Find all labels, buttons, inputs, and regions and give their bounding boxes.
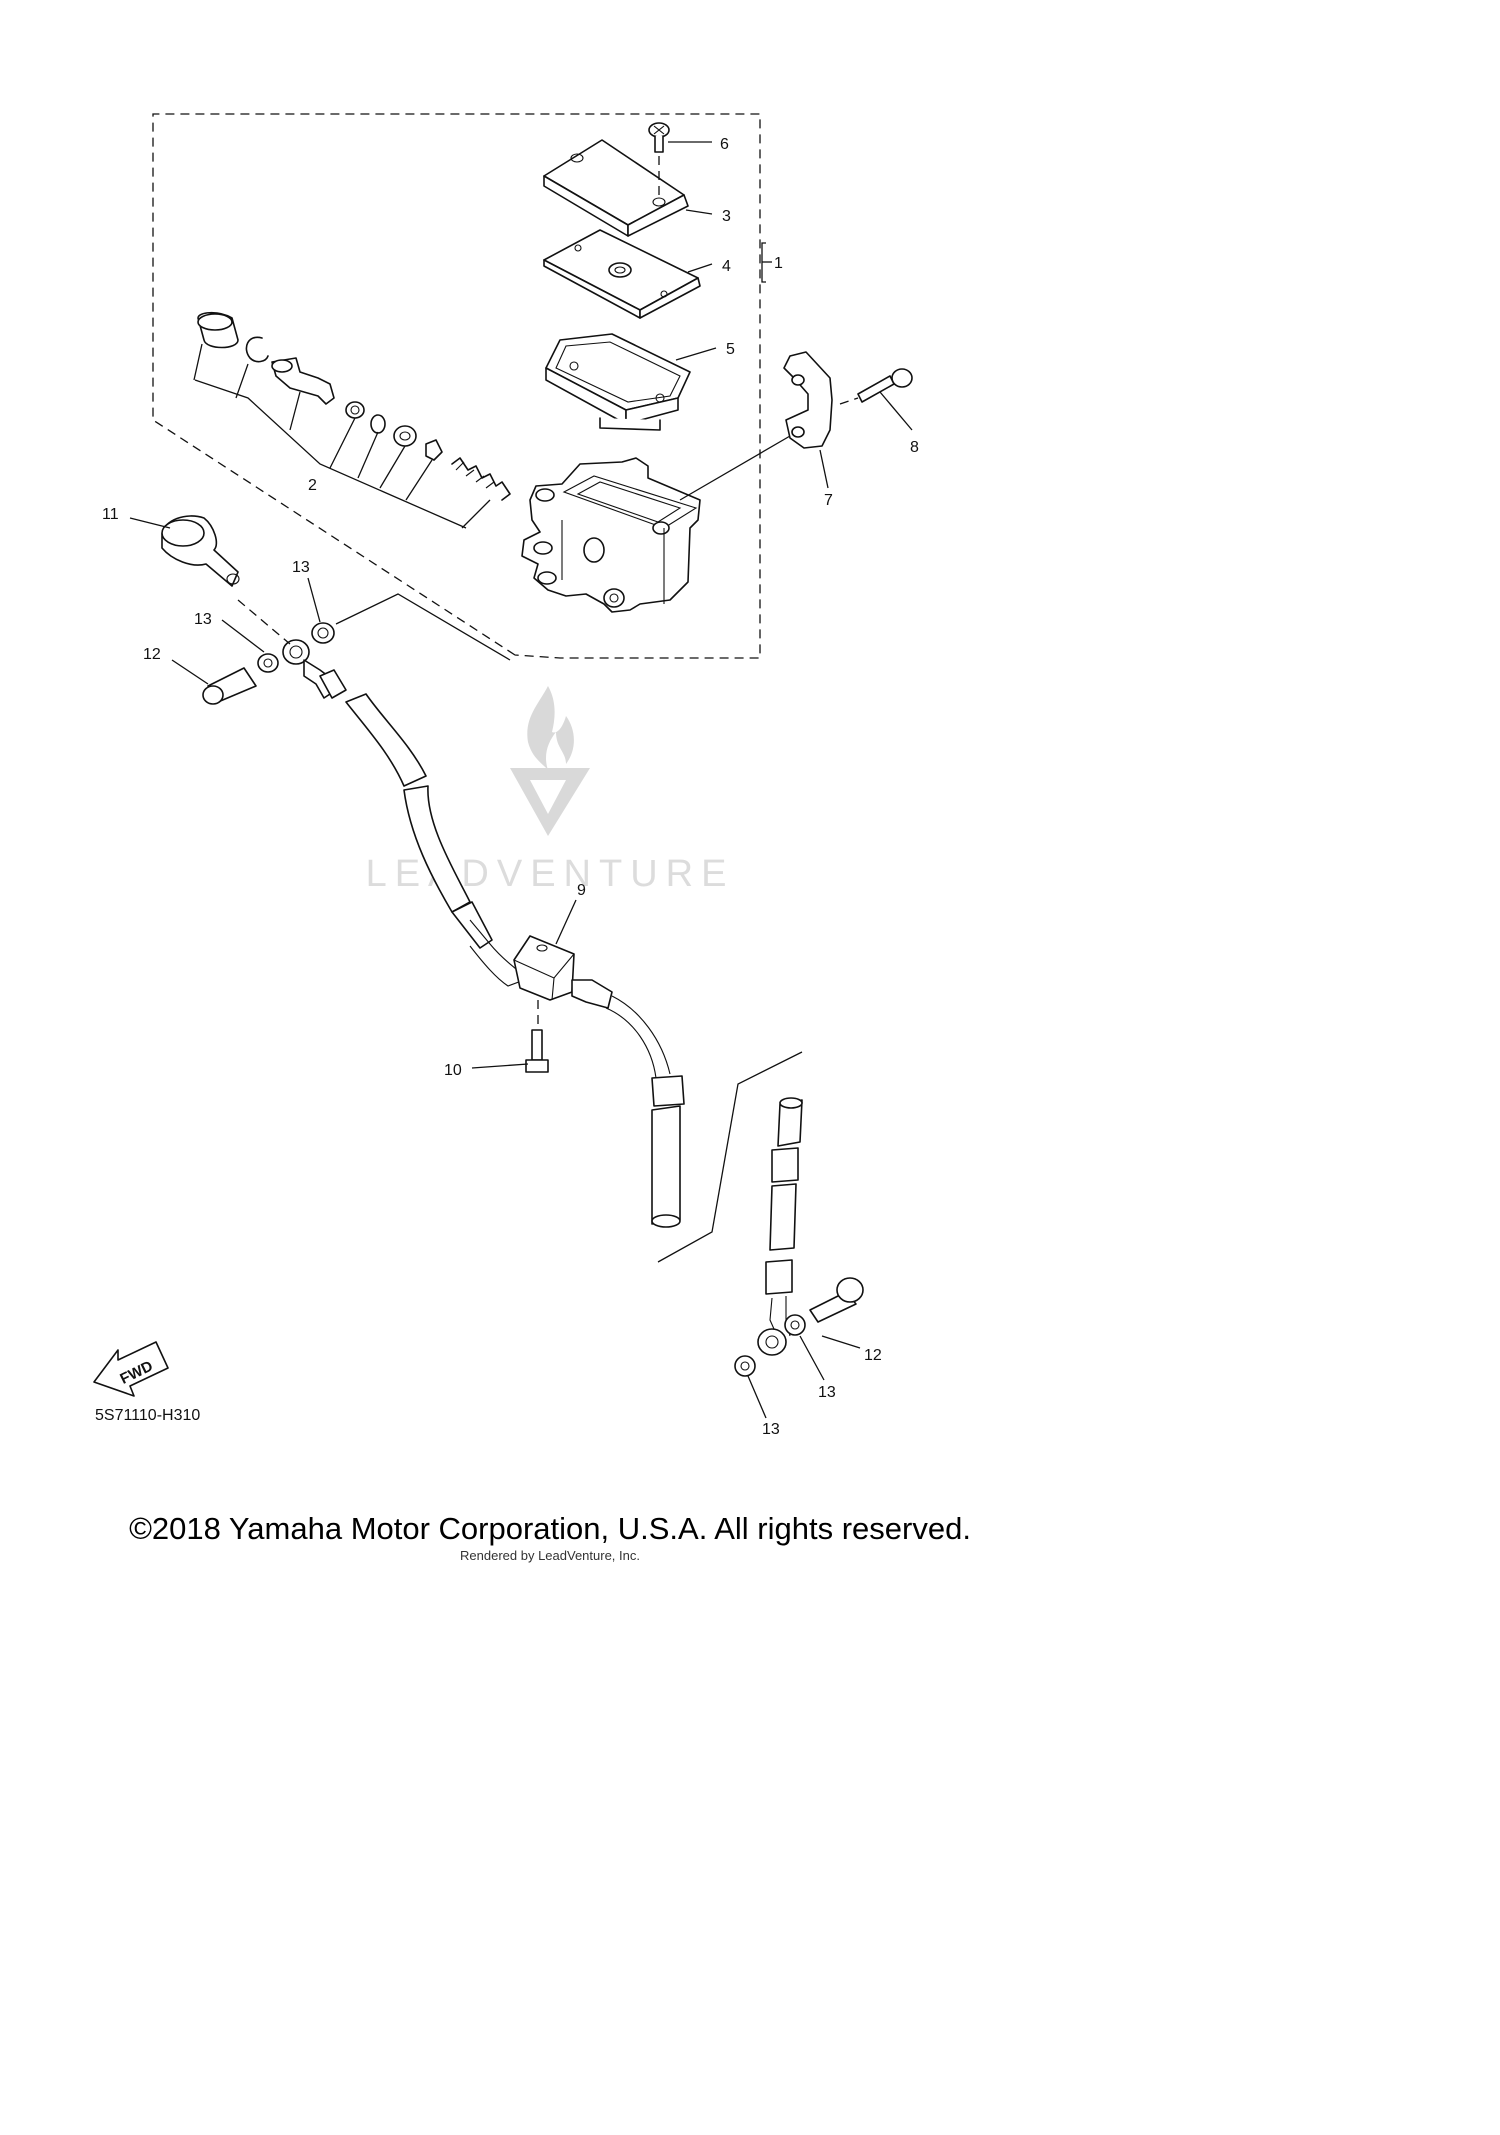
callout-7: 7 <box>824 492 833 509</box>
callout-9: 9 <box>577 882 586 899</box>
piston-kit <box>193 311 511 529</box>
callout-13-lower-right: 13 <box>818 1384 836 1401</box>
callout-10: 10 <box>444 1062 462 1079</box>
callout-13-upper-right: 13 <box>292 559 310 576</box>
callout-8: 8 <box>910 439 919 456</box>
hose-joint <box>513 935 575 1001</box>
cap-screw <box>648 122 670 196</box>
holder-bolt <box>839 368 913 405</box>
callout-11: 11 <box>102 506 119 523</box>
lower-brake-hose <box>757 1097 803 1356</box>
upper-brake-hose <box>303 659 525 987</box>
lower-banjo <box>734 1277 864 1377</box>
upper-banjo <box>202 593 511 705</box>
rubber-boot <box>161 515 240 587</box>
callout-2: 2 <box>308 477 317 494</box>
callout-1: 1 <box>774 255 783 272</box>
diaphragm <box>545 333 691 431</box>
handlebar-holder <box>783 351 833 449</box>
middle-brake-hose <box>571 979 685 1228</box>
callout-12-upper: 12 <box>143 646 161 663</box>
callout-4: 4 <box>722 258 731 275</box>
callout-leaders <box>129 141 913 1419</box>
callout-3: 3 <box>722 208 731 225</box>
hose-break-line <box>657 1051 803 1263</box>
assembly-boundary <box>152 113 761 659</box>
callout-5: 5 <box>726 341 735 358</box>
rendered-by-notice: Rendered by LeadVenture, Inc. <box>460 1548 640 1563</box>
watermark-text: LEADVENTURE <box>366 853 735 895</box>
fwd-arrow-icon: FWD <box>93 1341 169 1397</box>
callout-6: 6 <box>720 136 729 153</box>
callout-13-lower-left: 13 <box>762 1421 780 1438</box>
master-cylinder-body <box>521 457 701 613</box>
diaphragm-plate <box>543 229 701 319</box>
reservoir-cap <box>543 139 689 237</box>
diagram-code: 5S71110-H310 <box>95 1407 201 1424</box>
flame-logo <box>527 686 574 770</box>
joint-bolt <box>525 1000 549 1073</box>
parts-diagram: LEADVENTURE <box>93 113 919 1438</box>
callout-13-upper-left: 13 <box>194 611 212 628</box>
v-logo <box>510 768 590 836</box>
callout-labels: 1 2 3 4 5 6 7 8 9 10 11 12 12 13 13 13 1… <box>102 136 919 1438</box>
copyright-notice: ©2018 Yamaha Motor Corporation, U.S.A. A… <box>129 1511 971 1546</box>
callout-12-lower: 12 <box>864 1347 882 1364</box>
